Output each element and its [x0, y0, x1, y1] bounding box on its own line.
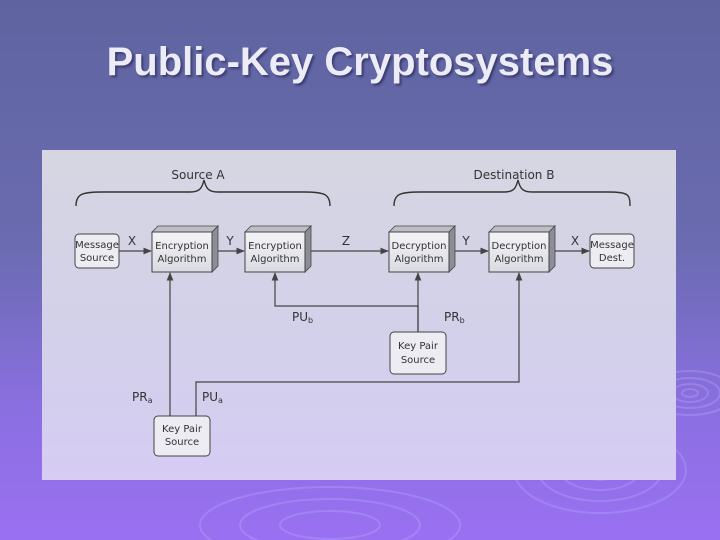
svg-text:Encryption: Encryption — [248, 241, 302, 252]
svg-text:Message: Message — [590, 240, 634, 251]
destination-b-label: Destination B — [474, 168, 555, 182]
svg-text:Dest.: Dest. — [599, 253, 625, 264]
svg-text:Source: Source — [165, 437, 199, 448]
key-label-pub: PUb — [292, 310, 313, 325]
edge-label-y-mid: Y — [225, 234, 234, 248]
destination-brace — [393, 179, 631, 207]
key-routing-lines — [166, 272, 523, 416]
key-pair-source-b-node: Key Pair Source — [389, 331, 447, 375]
encryption-algorithm-node-2: Encryption Algorithm — [244, 225, 312, 273]
svg-text:Key Pair: Key Pair — [162, 424, 203, 435]
diagram-panel: Source A Destination B Message Source En… — [42, 150, 676, 480]
edge-label-x-out: X — [571, 234, 579, 248]
source-a-label: Source A — [171, 168, 225, 182]
svg-text:Decryption: Decryption — [492, 241, 547, 252]
decryption-algorithm-node-1: Decryption Algorithm — [388, 225, 456, 273]
message-dest-node: Message Dest. — [589, 233, 635, 269]
edge-label-z: Z — [342, 234, 350, 248]
edge-label-x-in: X — [128, 234, 136, 248]
key-pair-source-a-node: Key Pair Source — [153, 415, 211, 457]
source-brace — [75, 179, 331, 207]
svg-text:Source: Source — [401, 355, 435, 366]
crypto-diagram: Source A Destination B Message Source En… — [74, 168, 635, 457]
svg-text:Source: Source — [80, 253, 114, 264]
svg-text:Decryption: Decryption — [392, 241, 447, 252]
svg-text:Algorithm: Algorithm — [395, 254, 444, 265]
message-source-node: Message Source — [74, 233, 120, 269]
encryption-algorithm-node-1: Encryption Algorithm — [151, 225, 219, 273]
decryption-algorithm-node-2: Decryption Algorithm — [488, 225, 556, 273]
svg-text:Algorithm: Algorithm — [495, 254, 544, 265]
key-label-pra: PRa — [132, 390, 153, 405]
svg-text:Algorithm: Algorithm — [251, 254, 300, 265]
slide-title: Public-Key Cryptosystems — [106, 40, 614, 84]
svg-text:Message: Message — [75, 240, 119, 251]
svg-text:Key Pair: Key Pair — [398, 341, 439, 352]
svg-text:Algorithm: Algorithm — [158, 254, 207, 265]
key-label-prb: PRb — [444, 310, 465, 325]
edge-label-y-out: Y — [461, 234, 470, 248]
svg-text:Encryption: Encryption — [155, 241, 209, 252]
key-label-pua: PUa — [202, 390, 223, 405]
